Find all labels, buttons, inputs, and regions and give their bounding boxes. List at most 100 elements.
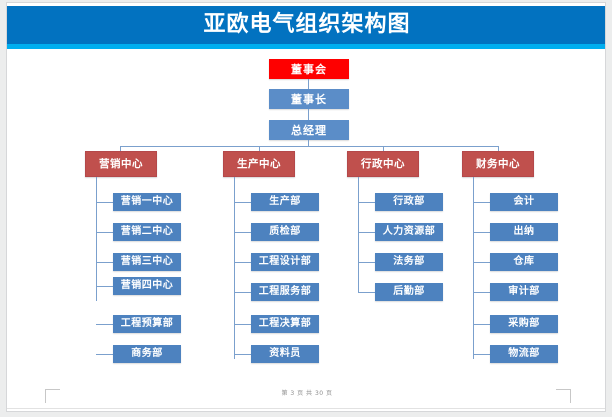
node-label: 工程服务部 bbox=[258, 286, 312, 297]
node-label: 工程决算部 bbox=[258, 318, 312, 329]
node-administration-center[interactable]: 行政中心 bbox=[347, 151, 419, 177]
connector-finance-child-5 bbox=[473, 324, 490, 325]
node-label: 营销一中心 bbox=[120, 196, 174, 207]
connector-marketing-child-1 bbox=[96, 202, 113, 203]
node-chairman[interactable]: 董事长 bbox=[269, 89, 349, 109]
connector-production-child-6 bbox=[234, 354, 251, 355]
node-human-resources-dept[interactable]: 人力资源部 bbox=[375, 223, 443, 241]
connector-marketing-spine bbox=[96, 177, 97, 301]
footer-divider bbox=[7, 408, 605, 409]
connector-production-child-2 bbox=[234, 232, 251, 233]
node-marketing-center[interactable]: 营销中心 bbox=[85, 151, 157, 177]
node-label: 行政部 bbox=[393, 196, 425, 207]
connector-marketing-child-5 bbox=[96, 324, 113, 325]
node-label: 行政中心 bbox=[361, 157, 405, 170]
node-label: 法务部 bbox=[393, 256, 425, 267]
connector-production-child-1 bbox=[234, 202, 251, 203]
connector-administration-child-4 bbox=[358, 292, 375, 293]
connector-finance-child-4 bbox=[473, 292, 490, 293]
connector-administration-child-2 bbox=[358, 232, 375, 233]
node-label: 会计 bbox=[513, 196, 535, 207]
node-marketing-branch-2[interactable]: 营销二中心 bbox=[113, 223, 181, 241]
connector-finance-child-6 bbox=[473, 354, 490, 355]
connector-marketing-child-3 bbox=[96, 262, 113, 263]
connector-centers-bus bbox=[120, 146, 498, 147]
node-production-center[interactable]: 生产中心 bbox=[223, 151, 295, 177]
node-business-dept[interactable]: 商务部 bbox=[113, 345, 181, 363]
node-label: 资料员 bbox=[269, 348, 301, 359]
connector-marketing-child-6 bbox=[96, 354, 113, 355]
node-label: 总经理 bbox=[291, 123, 327, 137]
node-finance-center[interactable]: 财务中心 bbox=[462, 151, 534, 177]
node-label: 审计部 bbox=[508, 286, 540, 297]
connector-finance-spine bbox=[473, 177, 474, 359]
connector-administration-child-1 bbox=[358, 202, 375, 203]
margin-mark-bottom-left bbox=[45, 389, 60, 403]
connector-root-to-chairman bbox=[308, 79, 309, 89]
connector-bus-to-finance-center bbox=[498, 146, 499, 151]
node-label: 出纳 bbox=[513, 226, 535, 237]
node-label: 物流部 bbox=[508, 348, 540, 359]
margin-mark-bottom-right bbox=[556, 389, 571, 403]
connector-bus-to-production-center bbox=[259, 146, 260, 151]
node-engineering-design-dept[interactable]: 工程设计部 bbox=[251, 253, 319, 271]
connector-administration-child-3 bbox=[358, 262, 375, 263]
node-label: 营销三中心 bbox=[120, 256, 174, 267]
node-logistics-dept[interactable]: 物流部 bbox=[490, 345, 558, 363]
node-label: 财务中心 bbox=[476, 157, 520, 170]
connector-production-child-4 bbox=[234, 292, 251, 293]
node-label: 后勤部 bbox=[393, 286, 425, 297]
title-banner-accent-strip bbox=[7, 44, 605, 49]
document-page: 亚欧电气组织架构图 董事会 董事长 总经理 营销中心 营销一 bbox=[6, 2, 606, 412]
node-label: 人力资源部 bbox=[382, 226, 436, 237]
node-warehouse[interactable]: 仓库 bbox=[490, 253, 558, 271]
node-label: 仓库 bbox=[513, 256, 535, 267]
node-label: 质检部 bbox=[269, 226, 301, 237]
connector-administration-spine bbox=[358, 177, 359, 293]
node-label: 商务部 bbox=[131, 348, 163, 359]
node-quality-inspection-dept[interactable]: 质检部 bbox=[251, 223, 319, 241]
node-general-manager[interactable]: 总经理 bbox=[269, 120, 349, 140]
node-engineering-settlement-dept[interactable]: 工程决算部 bbox=[251, 315, 319, 333]
connector-finance-child-2 bbox=[473, 232, 490, 233]
page-title: 亚欧电气组织架构图 bbox=[203, 12, 411, 37]
org-chart: 董事会 董事长 总经理 营销中心 营销一中心 营销二中心 bbox=[7, 49, 605, 411]
node-label: 营销四中心 bbox=[120, 280, 174, 291]
node-legal-affairs-dept[interactable]: 法务部 bbox=[375, 253, 443, 271]
page-footer: 第 3 页 共 30 页 bbox=[281, 390, 333, 397]
connector-production-spine bbox=[234, 177, 235, 359]
connector-bus-to-marketing-center bbox=[120, 146, 121, 151]
node-label: 采购部 bbox=[508, 318, 540, 329]
connector-marketing-child-2 bbox=[96, 232, 113, 233]
node-engineering-budget-dept[interactable]: 工程预算部 bbox=[113, 315, 181, 333]
connector-bus-to-administration-center bbox=[383, 146, 384, 151]
node-marketing-branch-3[interactable]: 营销三中心 bbox=[113, 253, 181, 271]
node-label: 董事长 bbox=[291, 92, 327, 106]
node-administration-dept[interactable]: 行政部 bbox=[375, 193, 443, 211]
node-marketing-branch-1[interactable]: 营销一中心 bbox=[113, 193, 181, 211]
connector-production-child-5 bbox=[234, 324, 251, 325]
node-label: 生产中心 bbox=[237, 157, 281, 170]
connector-finance-child-3 bbox=[473, 262, 490, 263]
title-banner: 亚欧电气组织架构图 bbox=[7, 6, 605, 44]
node-label: 董事会 bbox=[291, 62, 327, 76]
node-engineering-service-dept[interactable]: 工程服务部 bbox=[251, 283, 319, 301]
node-cashier[interactable]: 出纳 bbox=[490, 223, 558, 241]
connector-marketing-child-4 bbox=[96, 286, 113, 287]
node-marketing-branch-4[interactable]: 营销四中心 bbox=[113, 277, 181, 295]
connector-finance-child-1 bbox=[473, 202, 490, 203]
node-production-dept[interactable]: 生产部 bbox=[251, 193, 319, 211]
node-label: 生产部 bbox=[269, 196, 301, 207]
node-board-of-directors[interactable]: 董事会 bbox=[269, 59, 349, 79]
connector-production-child-3 bbox=[234, 262, 251, 263]
connector-gm-stem bbox=[308, 140, 309, 146]
node-document-clerk[interactable]: 资料员 bbox=[251, 345, 319, 363]
node-label: 工程预算部 bbox=[120, 318, 174, 329]
node-label: 营销二中心 bbox=[120, 226, 174, 237]
node-label: 营销中心 bbox=[99, 157, 143, 170]
node-label: 工程设计部 bbox=[258, 256, 312, 267]
node-audit-dept[interactable]: 审计部 bbox=[490, 283, 558, 301]
node-purchasing-dept[interactable]: 采购部 bbox=[490, 315, 558, 333]
node-logistics-support-dept[interactable]: 后勤部 bbox=[375, 283, 443, 301]
node-accounting[interactable]: 会计 bbox=[490, 193, 558, 211]
